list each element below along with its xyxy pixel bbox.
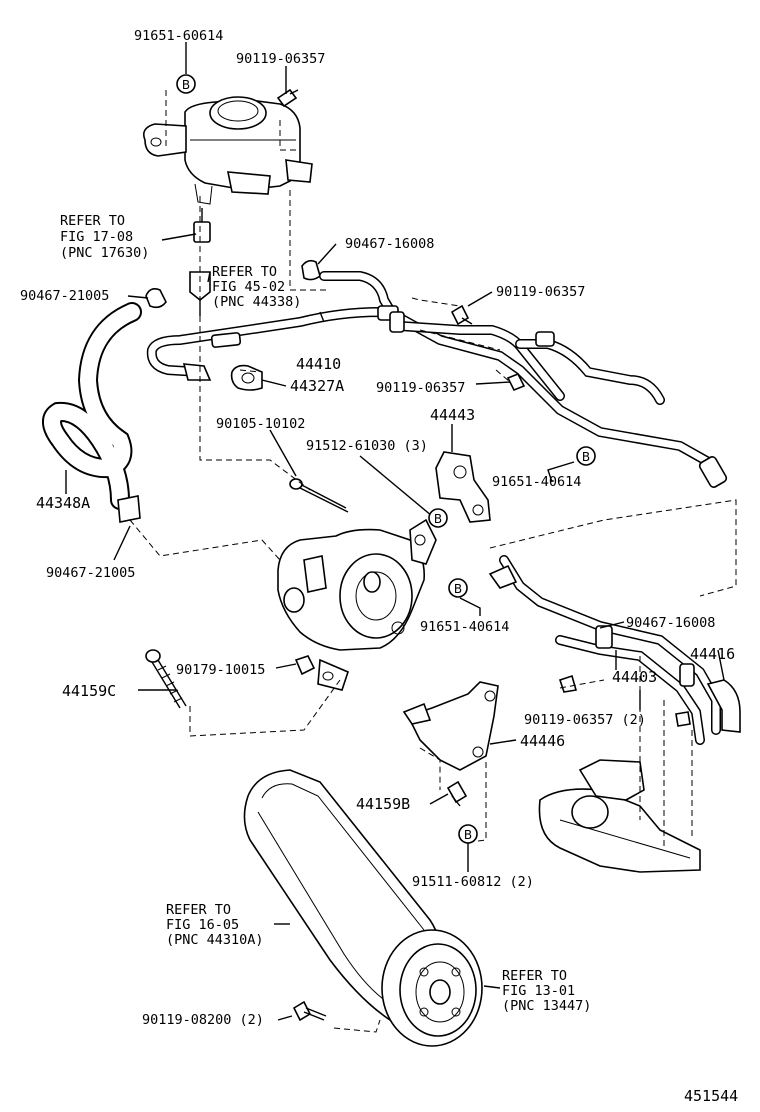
callout-letter: B — [582, 450, 590, 464]
stud-44159C — [145, 649, 187, 709]
clamp-90467-21005-top — [145, 288, 167, 309]
label-44159B: 44159B — [356, 795, 410, 813]
bracket-44443 — [435, 451, 491, 523]
reservoir-tank — [142, 96, 313, 205]
callout-letter: B — [182, 78, 190, 92]
b-callout-top: B — [176, 74, 196, 94]
figure-number: 451544 — [684, 1087, 738, 1105]
pressure-tubes-44403 — [488, 555, 741, 745]
label-refer-17-08-line1: REFER TO — [60, 213, 125, 229]
label-refer-17-08-line2: FIG 17-08 — [60, 229, 133, 245]
bolt-90119-06357-2 — [558, 674, 691, 727]
b-callout-bottom: B — [458, 824, 478, 844]
label-91651-40614-right: 91651-40614 — [492, 474, 581, 490]
label-refer-17-08-line3: (PNC 17630) — [60, 245, 149, 261]
label-44327A: 44327A — [290, 377, 344, 395]
pressure-tubes-44443-group — [389, 311, 728, 488]
label-refer-13-01-line1: REFER TO — [502, 968, 567, 984]
bolt-90119-06357-r1 — [450, 304, 473, 326]
label-refer-13-01-line2: FIG 13-01 — [502, 983, 575, 999]
label-44159C: 44159C — [62, 682, 116, 700]
label-90467-16008-top: 90467-16008 — [345, 236, 434, 252]
label-90119-06357-top: 90119-06357 — [236, 51, 325, 67]
label-refer-16-05-line1: REFER TO — [166, 902, 231, 918]
label-90467-21005-bottom: 90467-21005 — [46, 565, 135, 581]
nut-90179-10015 — [294, 655, 316, 676]
label-refer-45-02-line3: (PNC 44338) — [212, 294, 301, 310]
label-91511-60812: 91511-60812 (2) — [412, 874, 534, 890]
steering-gear — [538, 759, 701, 873]
callout-letter: B — [464, 828, 472, 842]
label-refer-16-05-line3: (PNC 44310A) — [166, 932, 264, 948]
label-refer-45-02-line1: REFER TO — [212, 264, 277, 280]
label-44416: 44416 — [690, 645, 735, 663]
label-44446: 44446 — [520, 732, 565, 750]
label-91651-40614-mid: 91651-40614 — [420, 619, 509, 635]
b-callout-mid: B — [448, 578, 468, 598]
bolt-44159B — [446, 780, 468, 807]
dashed-guide-lines — [129, 90, 737, 1033]
suction-hose-44348A — [42, 302, 142, 523]
label-44443: 44443 — [430, 406, 475, 424]
label-refer-16-05-line2: FIG 16-05 — [166, 917, 239, 933]
label-90119-08200: 90119-08200 (2) — [142, 1012, 264, 1028]
b-callout-right: B — [576, 446, 596, 466]
label-refer-13-01-line3: (PNC 13447) — [502, 998, 591, 1014]
label-90119-06357-r2: 90119-06357 — [376, 380, 465, 396]
label-90119-06357-2: 90119-06357 (2) — [524, 712, 646, 728]
bracket-44446 — [402, 681, 499, 771]
label-90179-10015: 90179-10015 — [176, 662, 265, 678]
label-91651-60614-top: 91651-60614 — [134, 28, 223, 44]
label-90467-21005-top: 90467-21005 — [20, 288, 109, 304]
label-91512-61030: 91512-61030 (3) — [306, 438, 428, 454]
clamp-90467-16008-top — [301, 259, 321, 281]
clamp-44327A — [230, 364, 263, 391]
label-refer-45-02-line2: FIG 45-02 — [212, 279, 285, 295]
bolt-90119-06357-r2 — [506, 372, 526, 392]
crank-pulley — [381, 929, 483, 1047]
callout-letter: B — [454, 582, 462, 596]
return-hose-44410 — [146, 271, 405, 381]
label-90467-16008-bottom: 90467-16008 — [626, 615, 715, 631]
label-44410: 44410 — [296, 355, 341, 373]
label-44348A: 44348A — [36, 494, 90, 512]
bolt-90105-10102 — [289, 478, 349, 513]
part-labels: 91651-60614 90119-06357 REFER TO FIG 17-… — [20, 28, 738, 1105]
label-44403: 44403 — [612, 668, 657, 686]
callout-letter: B — [434, 512, 442, 526]
b-callout-bracket: B — [428, 508, 448, 528]
leader-lines — [65, 42, 725, 1021]
label-90105-10102: 90105-10102 — [216, 416, 305, 432]
power-steering-pump — [277, 518, 437, 691]
bolt-90119-08200 — [292, 1000, 327, 1022]
label-90119-06357-r1: 90119-06357 — [496, 284, 585, 300]
